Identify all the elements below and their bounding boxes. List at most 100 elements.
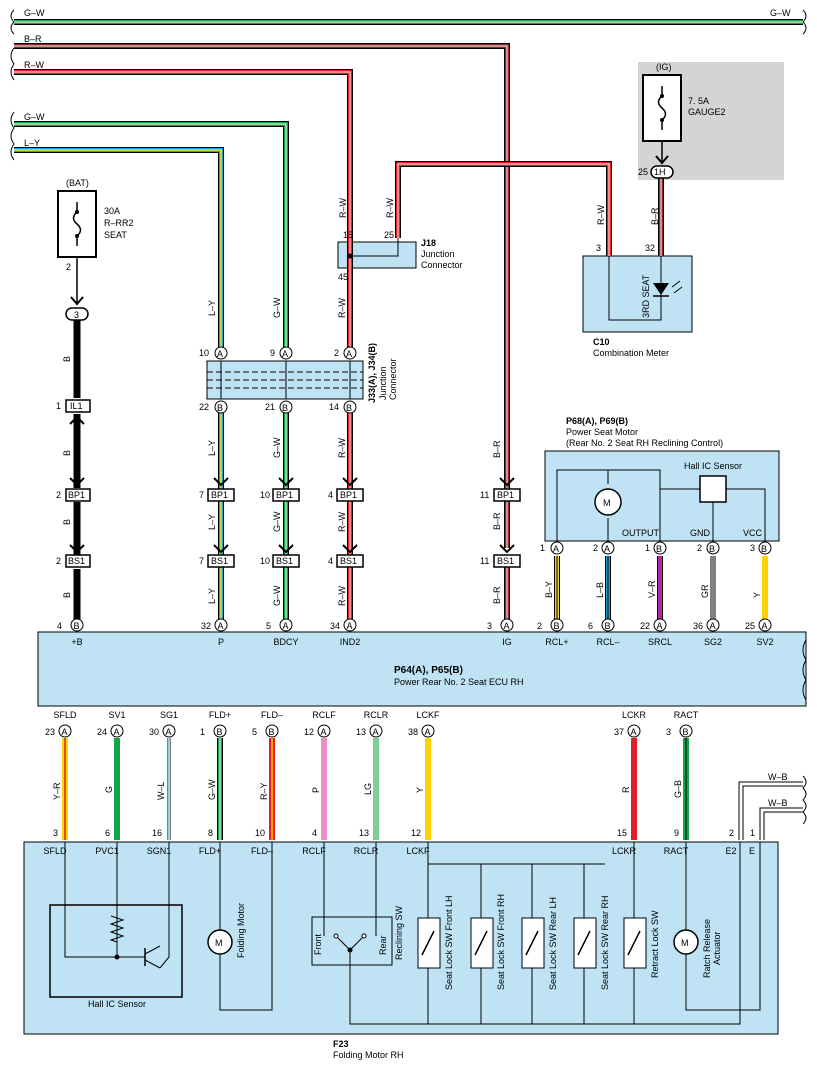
ecu-top-pin-label: SRCL (648, 637, 672, 647)
ecu-bottom-pin-label: SV1 (108, 710, 125, 720)
ecu-bottom-pin-marker (110, 724, 124, 738)
ecu-top-pin-conn: A (710, 621, 716, 631)
ecu-bottom-pin-conn: B (217, 727, 223, 737)
f23-pin-label: RCLF (302, 846, 326, 856)
wl-yr: Y–R (52, 782, 62, 800)
ecu-top-pin-marker (500, 618, 514, 632)
ecu-top-pin-conn: A (657, 621, 663, 631)
ig-name: GAUGE2 (688, 107, 726, 117)
bs1-pin-11: 11 (480, 556, 489, 566)
ecu-top-pin-number: 36 (693, 621, 703, 631)
ecu-top-pin-number: 34 (330, 621, 340, 631)
ecu-bottom-pin-number: 30 (149, 727, 159, 737)
f23-internals (49, 842, 761, 1025)
wl-rw-2: R–W (337, 437, 347, 458)
seat-motor-icon (594, 488, 622, 516)
wl-vr: V–R (647, 580, 657, 598)
bs1-l-2: BS1 (276, 556, 293, 566)
ecu-top-pin-label: IG (502, 637, 512, 647)
wl-rw-4: R–W (337, 585, 347, 606)
bp1-pin-4: 4 (328, 490, 333, 500)
ecu-top-pin-number: 2 (537, 621, 542, 631)
j33-pin-10: 10 (199, 348, 209, 358)
wl-gw-2: G–W (272, 437, 282, 458)
ecu-top-pin-conn: A (218, 621, 224, 631)
ig-label: (IG) (656, 62, 672, 72)
j33-a-9: A (282, 349, 288, 359)
ecu-bottom-pin-conn: A (62, 727, 68, 737)
ecu-bottom-pin-conn: A (425, 727, 431, 737)
ecu-bottom-pin-label: SFLD (53, 710, 77, 720)
wl-lg: LG (363, 783, 373, 795)
f23-pin-label: SFLD (43, 846, 67, 856)
bs1-l-3: BS1 (340, 556, 357, 566)
ecu-top-pin-marker (601, 618, 615, 632)
j18-line2: Connector (421, 260, 463, 270)
wl-b-2: B (62, 450, 72, 456)
folding-motor-m: M (215, 938, 223, 948)
c10-id: C10 (593, 337, 610, 347)
f23-pin-label: RCLR (354, 846, 379, 856)
ig-conn (650, 165, 674, 179)
il1-label: IL1 (70, 401, 83, 411)
j33-a-2: A (346, 349, 352, 359)
bat-fuse-icon (72, 202, 82, 246)
il1-connector (65, 399, 91, 413)
combination-meter-box (582, 255, 693, 333)
mp-2b: 2 (697, 543, 702, 553)
ecu-bottom-pin-conn: A (631, 727, 637, 737)
ecu-top-pin-number: 4 (57, 621, 62, 631)
f23-pin-number: 13 (359, 828, 369, 838)
ecu-desc: Power Rear No. 2 Seat ECU RH (394, 677, 524, 687)
pin-2-bp1-b: 2 (56, 490, 61, 500)
f23-pin-number: 8 (208, 828, 213, 838)
bs1-pin-7: 7 (199, 556, 204, 566)
column-wires (207, 361, 510, 622)
ecu-top-pin-label: SV2 (756, 637, 773, 647)
f23-pin-label: FLD– (251, 846, 273, 856)
f23-pin-number: 12 (411, 828, 421, 838)
top-wires (10, 9, 807, 548)
j33-pin-2: 2 (334, 348, 339, 358)
f23-box (23, 841, 779, 1035)
motor-line1: Power Seat Motor (566, 427, 638, 437)
wl-p: P (311, 787, 321, 793)
ecu-bottom-pin-number: 23 (45, 727, 55, 737)
seat-motor-m: M (603, 498, 611, 508)
bs1-l-1: BS1 (211, 556, 228, 566)
ecu-id: P64(A), P65(B) (394, 665, 463, 676)
f23-pin-number: 16 (152, 828, 162, 838)
wl-gw-1: G–W (272, 297, 282, 318)
j33-line2: Connector (388, 358, 398, 400)
f23-pin-number: 3 (53, 828, 58, 838)
ecu-bottom-pin-conn: A (114, 727, 120, 737)
hall-sensor-box (699, 475, 727, 503)
ecu-top-pin-label: SG2 (704, 637, 722, 647)
motor-id: P68(A), P69(B) (566, 416, 628, 426)
ecu-bottom-pin-label: FLD– (261, 710, 283, 720)
ecu-bottom-pin-label: LCKR (622, 710, 647, 720)
ecu-top-pin-number: 22 (640, 621, 650, 631)
wl-ly-4: L–Y (207, 588, 217, 604)
ecu-bottom-pin-label: RACT (674, 710, 699, 720)
pin-1-il1: 1 (56, 401, 61, 411)
wl-br-1: B–R (492, 440, 502, 458)
wl-rw-meter: R–W (596, 204, 606, 225)
wl-gw-b: G–W (207, 779, 217, 800)
f23-retract: Retract Lock SW (650, 910, 660, 978)
j18-p25: 25 (384, 230, 394, 240)
ecu-bottom-pin-number: 37 (614, 727, 624, 737)
bp1-l-4: BP1 (497, 490, 514, 500)
ecu-bottom-pin-number: 12 (304, 727, 314, 737)
f23-rear: Rear (378, 935, 388, 955)
ecu-top-pin-conn: B (554, 621, 560, 631)
mp-1: 1 (540, 543, 545, 553)
f23-desc: Folding Motor RH (333, 1050, 404, 1060)
bp1-l-1: BP1 (211, 490, 228, 500)
meter-lamp-label: 3RD SEAT (641, 274, 651, 318)
f23-folding-motor: Folding Motor (236, 903, 246, 958)
wire-label-ly: L–Y (24, 138, 40, 148)
mp-b-1: B (656, 544, 662, 554)
f23-pin-label: E2 (725, 846, 736, 856)
bat-name: R–RR2 (104, 218, 134, 228)
